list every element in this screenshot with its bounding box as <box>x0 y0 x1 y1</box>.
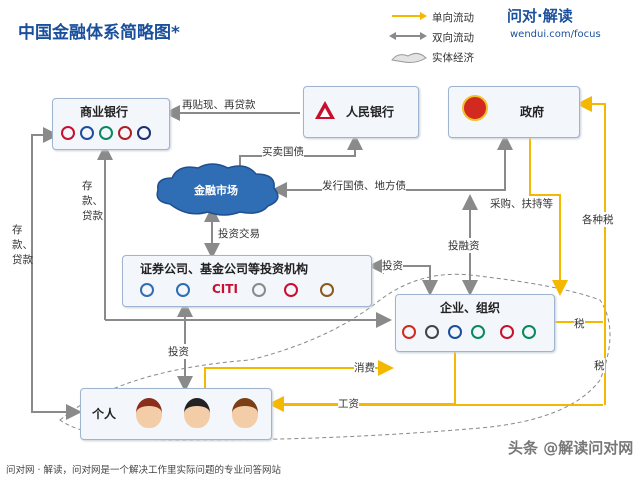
edge-label-wages: 工资 <box>338 396 359 411</box>
edge-label-tax-1: 税 <box>574 316 585 331</box>
person-avatar-2-icon <box>184 398 210 428</box>
central-bank-label: 人民银行 <box>346 105 395 119</box>
person-avatar-3-icon <box>232 398 258 428</box>
edge-label-procurement: 采购、扶持等 <box>490 196 553 211</box>
national-emblem-icon <box>462 95 488 121</box>
enterprise-logo-3-icon <box>448 325 462 339</box>
edge-label-issue-bonds: 发行国债、地方债 <box>322 178 406 193</box>
citi-logo-icon: CITI <box>212 282 238 296</box>
petrochina-logo-icon <box>402 325 416 339</box>
pboc-logo-icon <box>314 100 336 120</box>
financial-market-cloud <box>156 163 279 216</box>
financial-market-label: 金融市场 <box>194 184 238 197</box>
government-label: 政府 <box>520 105 545 119</box>
edge-label-rediscount: 再贴现、再贷款 <box>182 97 256 112</box>
commercial-bank-node <box>52 98 170 150</box>
individual-label: 个人 <box>92 407 117 421</box>
enterprise-node <box>395 294 555 352</box>
investment-institutions-label: 证券公司、基金公司等投资机构 <box>140 262 309 276</box>
edge-label-deposits-loans-1: 存款、贷款 <box>82 180 103 222</box>
edge-label-invest-2: 投资 <box>168 344 189 359</box>
icbc-logo-icon <box>61 126 75 140</box>
brand-name: 问对·解读 <box>507 7 573 25</box>
investment-institutions-node <box>122 255 372 307</box>
enterprise-label: 企业、组织 <box>440 301 501 315</box>
boc-logo-icon <box>118 126 132 140</box>
edge-label-investment-financing: 投融资 <box>448 238 480 253</box>
legend-real-economy: 实体经济 <box>432 52 474 64</box>
edge-label-various-taxes: 各种税 <box>582 212 614 227</box>
china-mobile-logo-icon <box>471 325 485 339</box>
commercial-bank-label: 商业银行 <box>80 105 129 119</box>
edge-label-invest-1: 投资 <box>382 258 403 273</box>
footer-note: 问对网 · 解读，问对网是一个解决工作里实际问题的专业问答网站 <box>6 465 282 476</box>
institution-logo-5-icon <box>284 283 298 297</box>
legend-icons <box>389 12 427 63</box>
ccb-logo-icon <box>80 126 94 140</box>
brand-url[interactable]: wendui.com/focus <box>510 29 601 40</box>
legend <box>384 6 500 68</box>
legend-one-way: 单向流动 <box>432 12 474 24</box>
page-title: 中国金融体系简略图* <box>18 23 180 43</box>
edge-label-investment-trading: 投资交易 <box>218 226 260 241</box>
enterprise-logo-6-icon <box>522 325 536 339</box>
institution-logo-1-icon <box>140 283 154 297</box>
enterprise-logo-2-icon <box>425 325 439 339</box>
government-node <box>448 86 580 138</box>
institution-logo-6-icon <box>320 283 334 297</box>
bocom-logo-icon <box>137 126 151 140</box>
institution-logo-2-icon <box>176 283 190 297</box>
institution-logo-4-icon <box>252 283 266 297</box>
edge-label-tax-2: 税 <box>594 358 605 373</box>
edge-label-consumption: 消费 <box>354 360 375 375</box>
watermark: 头条 @解读问对网 <box>508 439 634 457</box>
edge-label-deposits-loans-2: 存款、贷款 <box>12 224 33 266</box>
abc-logo-icon <box>99 126 113 140</box>
legend-two-way: 双向流动 <box>432 32 474 44</box>
enterprise-logo-5-icon <box>500 325 514 339</box>
edge-label-buy-sell-bonds: 买卖国债 <box>262 144 304 159</box>
person-avatar-1-icon <box>136 398 162 428</box>
